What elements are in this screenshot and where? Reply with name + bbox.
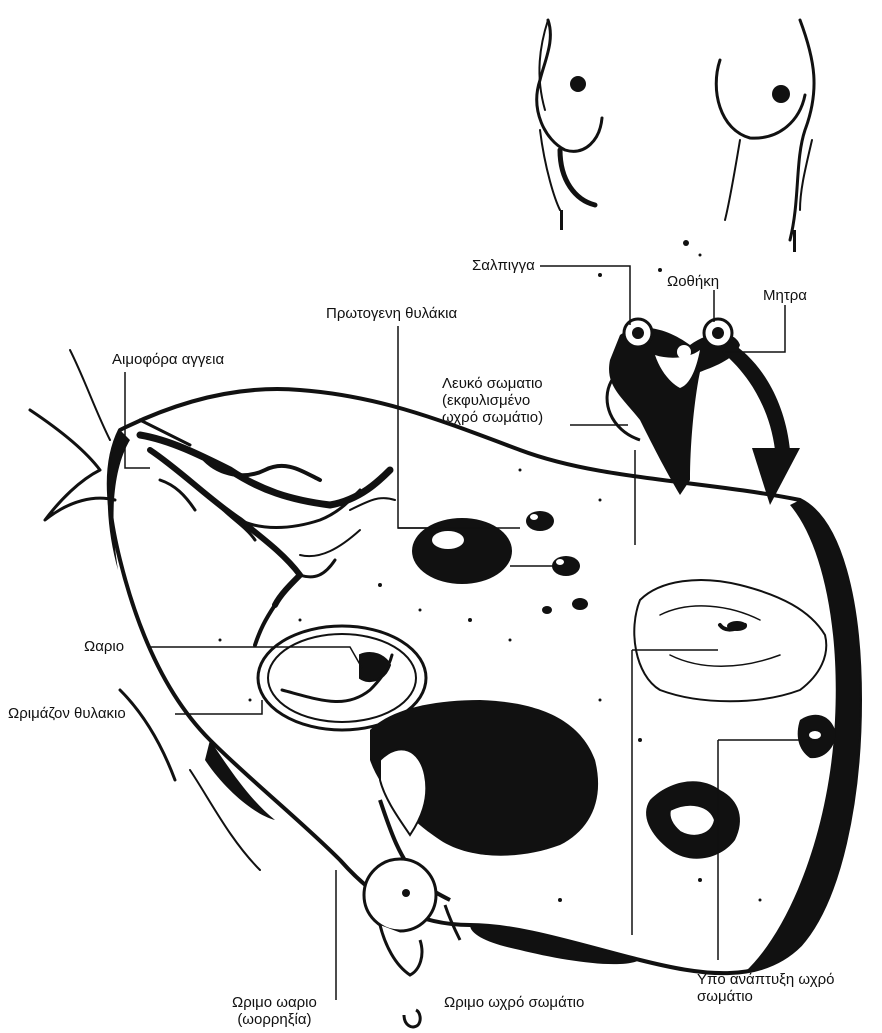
label-aimofora: Αιμοφόρα αγγεια [112, 351, 224, 369]
label-ypo-anaptyxi-line1: Υπό ανάπτυξη ωχρό [697, 971, 834, 988]
leader-salpiga [540, 266, 630, 325]
label-orimo-oario: Ωριμο ωαριο (ωορρηξία) [232, 994, 317, 1028]
label-leuko-line3: ωχρό σωμάτιο) [442, 409, 543, 426]
small-hook-symbol [404, 1010, 420, 1027]
label-mitra: Μητρα [763, 287, 807, 305]
corpus-albicans [634, 580, 826, 701]
leader-oario [150, 647, 362, 668]
label-protogeni: Πρωτογενη θυλάκια [326, 305, 457, 323]
label-orimazon: Ωριμάζον θυλακιο [8, 705, 126, 723]
label-oothiki: Ωοθήκη [667, 273, 719, 291]
leader-protogeni [398, 326, 442, 528]
label-leuko: Λευκό σωματιο (εκφυλισμένο ωχρό σωμάτιο) [442, 375, 543, 426]
label-orimo-oario-line2: (ωορρηξία) [232, 1011, 317, 1028]
label-orimo-oario-line1: Ωριμο ωαριο [232, 994, 317, 1011]
label-oario: Ωαριο [84, 638, 124, 656]
label-leuko-line2: (εκφυλισμένο [442, 392, 543, 409]
zoom-arrow [722, 342, 800, 505]
label-ypo-anaptyxi: Υπό ανάπτυξη ωχρό σωμάτιο [697, 971, 834, 1005]
torso-illustration [537, 20, 814, 240]
blood-vessels [140, 420, 395, 645]
ovary-outline [30, 350, 860, 973]
label-leuko-line1: Λευκό σωματιο [442, 375, 543, 392]
label-salpiga: Σαλπιγγα [472, 257, 535, 275]
label-orimo-ochro: Ωριμο ωχρό σωμάτιο [444, 994, 584, 1012]
torso-marks [560, 210, 796, 277]
label-ypo-anaptyxi-line2: σωμάτιο [697, 988, 834, 1005]
breast-nipples [570, 76, 790, 103]
uterus-small [607, 319, 740, 495]
